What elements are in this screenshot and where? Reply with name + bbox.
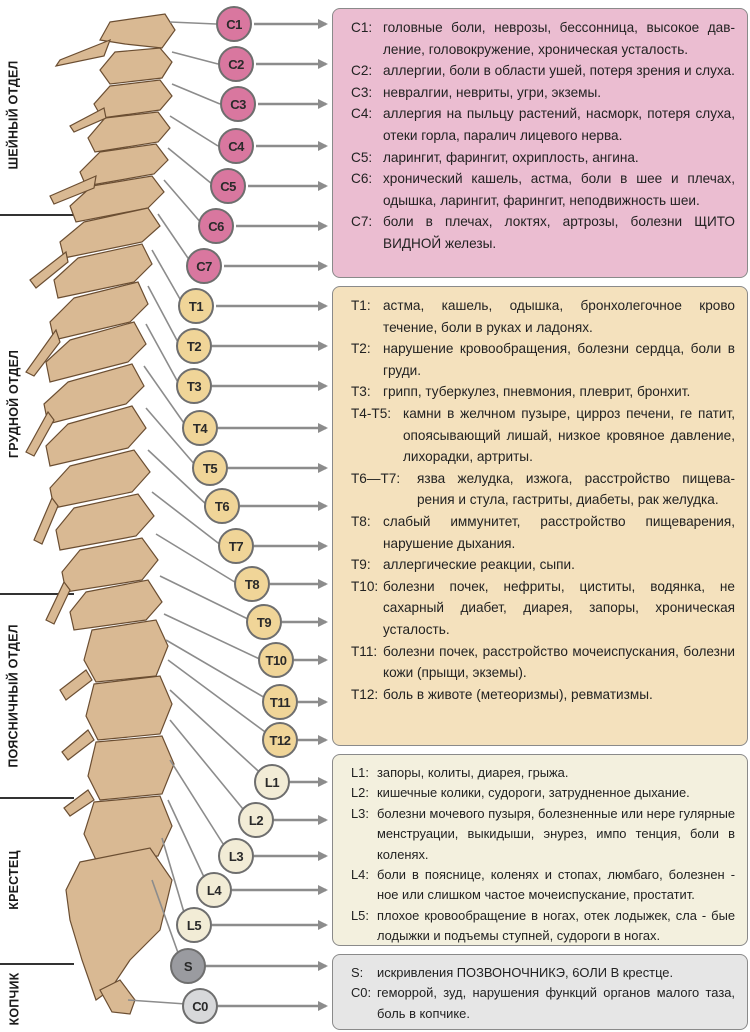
vertebra-node-t2[interactable]: T2 xyxy=(176,328,212,364)
section-divider xyxy=(0,214,74,216)
symptom-entry: L2:кишечные колики, судороги, затрудненн… xyxy=(351,785,690,801)
section-divider xyxy=(0,963,74,965)
symptom-entry: T8:слабый иммунитет, расстройство пищева… xyxy=(351,513,735,551)
symptom-entry: T3:грипп, туберкулез, пневмония, плеврит… xyxy=(351,384,691,400)
vertebra-node-t1[interactable]: T1 xyxy=(178,288,214,324)
vertebra-node-l4[interactable]: L4 xyxy=(196,872,232,908)
vertebra-node-c1[interactable]: C1 xyxy=(216,6,252,42)
symptom-entry: C6:хронический кашель, астма, боли в шее… xyxy=(351,171,735,208)
symptom-entry: T1:астма, кашель, одышка, бронхолегочное… xyxy=(351,298,735,335)
vertebra-node-t11[interactable]: T11 xyxy=(262,684,298,720)
symptom-entry: T4-T5:камни в желчном пузыре, цирроз печ… xyxy=(351,405,735,465)
vertebra-node-t3[interactable]: T3 xyxy=(176,368,212,404)
vertebra-node-t4[interactable]: T4 xyxy=(182,410,218,446)
sacral-coccyx-symptoms-panel: S:искривления ПОЗВОНОЧНИКЭ, 6ОЛИ В крест… xyxy=(332,954,748,1030)
vertebra-node-t10[interactable]: T10 xyxy=(258,642,294,678)
vertebra-node-c2[interactable]: C2 xyxy=(218,46,254,82)
vertebra-node-l1[interactable]: L1 xyxy=(254,764,290,800)
spine-bones-icon xyxy=(25,13,176,1015)
vertebra-node-t7[interactable]: T7 xyxy=(218,528,254,564)
section-divider xyxy=(0,797,74,799)
symptom-entry: C1:головные боли, неврозы, бессонница, в… xyxy=(351,20,735,57)
lumbar-symptoms-panel: L1:запоры, колиты, диарея, грыжа. L2:киш… xyxy=(332,754,748,946)
symptom-entry: S:искривления ПОЗВОНОЧНИКЭ, 6ОЛИ В крест… xyxy=(351,965,674,980)
vertebra-node-l3[interactable]: L3 xyxy=(218,838,254,874)
vertebra-node-l2[interactable]: L2 xyxy=(238,802,274,838)
vertebra-node-c5[interactable]: C5 xyxy=(210,168,246,204)
vertebra-node-s[interactable]: S xyxy=(170,948,206,984)
section-divider xyxy=(0,593,74,595)
symptom-entry: C2:аллергии, боли в области ушей, потеря… xyxy=(351,63,735,79)
connector-lines xyxy=(127,21,277,1005)
symptom-entry: T12:боль в животе (метеоризмы), ревматиз… xyxy=(351,686,653,702)
vertebra-node-t5[interactable]: T5 xyxy=(192,450,228,486)
symptom-entry: T6—T7:язва желудка, изжога, расстройство… xyxy=(351,470,735,508)
symptom-entry: C3:невралгии, невриты, угри, экземы. xyxy=(351,84,602,100)
symptom-entry: C7:боли в плечах, локтях, артрозы, болез… xyxy=(351,214,735,251)
symptom-entry: L1:запоры, колиты, диарея, грыжа. xyxy=(351,765,569,780)
thoracic-symptoms-panel: T1:астма, кашель, одышка, бронхолегочное… xyxy=(332,286,748,746)
vertebra-node-t9[interactable]: T9 xyxy=(246,604,282,640)
vertebra-node-t12[interactable]: T12 xyxy=(262,722,298,758)
cervical-symptoms-panel: C1:головные боли, неврозы, бессонница, в… xyxy=(332,8,748,278)
symptom-entry: C0:геморрой, зуд, нарушения функций орга… xyxy=(351,985,735,1021)
symptom-entry: T2:нарушение кровообращения, болезни сер… xyxy=(351,341,735,378)
symptom-entry: T10:болезни почек, нефриты, циститы, вод… xyxy=(351,578,735,637)
vertebra-node-c6[interactable]: C6 xyxy=(198,208,234,244)
arrow-lines xyxy=(204,19,328,1011)
vertebra-node-t8[interactable]: T8 xyxy=(234,566,270,602)
symptom-entry: L3:болезни мочевого пузыря, болезненные … xyxy=(351,805,735,862)
vertebra-node-c7[interactable]: C7 xyxy=(186,248,222,284)
symptom-entry: T9:аллергические реакции, сыпи. xyxy=(351,557,575,573)
vertebra-node-c0[interactable]: C0 xyxy=(182,988,218,1024)
symptom-entry: L5:плохое кровообращение в ногах, отек л… xyxy=(351,907,735,944)
symptom-entry: C4:аллергия на пыльцу растений, насморк,… xyxy=(351,106,735,143)
vertebra-node-t6[interactable]: T6 xyxy=(204,488,240,524)
vertebra-node-c4[interactable]: C4 xyxy=(218,128,254,164)
symptom-entry: T11:болезни почек, расстройство мочеиспу… xyxy=(351,643,735,681)
symptom-entry: C5:ларингит, фарингит, охриплость, ангин… xyxy=(351,149,639,165)
vertebra-node-l5[interactable]: L5 xyxy=(176,907,212,943)
vertebra-node-c3[interactable]: C3 xyxy=(220,86,256,122)
symptom-entry: L4:боли в пояснице, коленях и стопах, лю… xyxy=(351,867,735,903)
